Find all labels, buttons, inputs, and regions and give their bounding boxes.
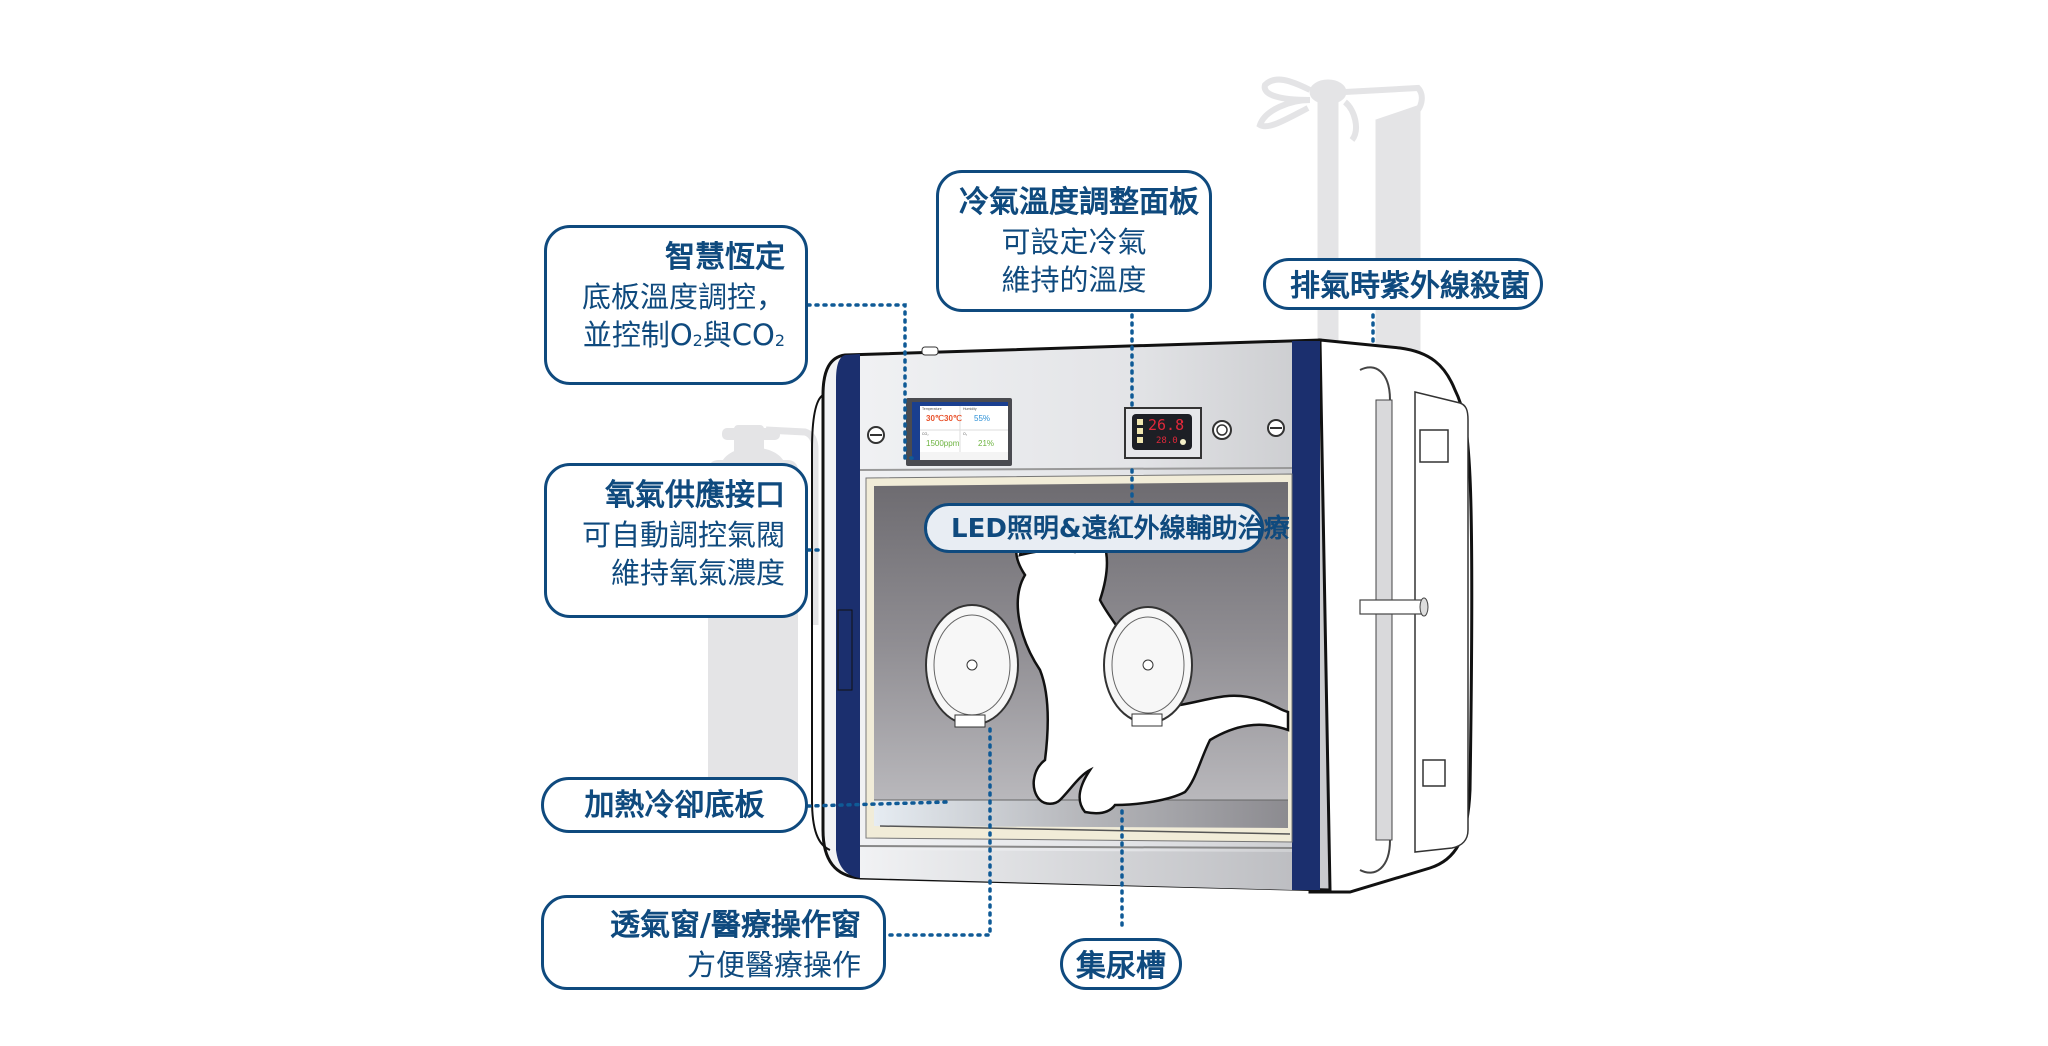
screen-humidity-label: Humidity [963,407,977,411]
controller-reading: 26.8 [1148,416,1185,434]
callout-oxygen-port: 氧氣供應接口 可自動調控氣閥 維持氧氣濃度 [544,463,808,618]
screen-co2-label: CO₂ [922,432,929,436]
callout-vent-window-line1: 方便醫療操作 [686,947,861,982]
callout-cooling-panel: 冷氣溫度調整面板 可設定冷氣 維持的溫度 [936,170,1212,312]
screen-co2-value: 1500ppm [926,439,960,448]
screen-humidity-value: 55% [974,414,991,423]
callout-smart-constant: 智慧恆定 底板溫度調控， 並控制O2與CO2 [544,225,808,385]
touchscreen-display: Temperature 30℃ 30℃ Humidity 55% CO₂ 150… [920,406,1008,460]
callout-cooling-panel-line1: 可設定冷氣 [1001,224,1147,259]
callout-vent-window: 透氣窗/醫療操作窗 方便醫療操作 [541,895,886,990]
callout-cooling-panel-title: 冷氣溫度調整面板 [959,185,1199,220]
access-port-left [925,604,1019,728]
callout-oxygen-port-title: 氧氣供應接口 [605,478,785,513]
callout-oxygen-port-line1: 可自動調控氣閥 [581,517,785,552]
screen-temp-set: 30℃ [944,414,962,423]
leader-lines [806,303,1375,937]
access-port-right [1103,606,1193,727]
callout-smart-constant-line1: 底板溫度調控， [581,279,785,314]
screen-temp-label: Temperature [922,407,942,411]
callout-led-lighting: LED照明&遠紅外線輔助治療 [924,503,1290,553]
touchscreen-frame [906,398,1012,466]
callout-urine-tray-title: 集尿槽 [1076,949,1166,984]
callout-vent-window-title: 透氣窗/醫療操作窗 [610,908,861,943]
callout-led-lighting-title: LED照明&遠紅外線輔助治療 [951,514,1290,544]
cat-silhouette [1015,519,1290,815]
callout-heating-floor-title: 加熱冷卻底板 [584,788,765,823]
callout-heating-floor: 加熱冷卻底板 [541,777,808,833]
callout-urine-tray: 集尿槽 [1060,938,1182,990]
callout-uv-sterilization-title: 排氣時紫外線殺菌 [1290,269,1530,304]
callout-oxygen-port-line2: 維持氧氣濃度 [610,555,785,590]
callout-uv-sterilization: 排氣時紫外線殺菌 [1263,258,1543,310]
callout-smart-constant-line2: 並控制O2與CO2 [582,317,785,352]
screen-temp-current: 30℃ [926,414,944,423]
cabinet-side-panel [1308,338,1474,894]
temperature-controller [1124,407,1202,459]
controller-setpoint: 28.0 [1156,436,1178,446]
screen-o2-label: O₂ [963,432,968,436]
callout-smart-constant-title: 智慧恆定 [665,240,785,275]
screen-o2-value: 21% [978,439,995,448]
callout-cooling-panel-line2: 維持的溫度 [1001,262,1147,297]
